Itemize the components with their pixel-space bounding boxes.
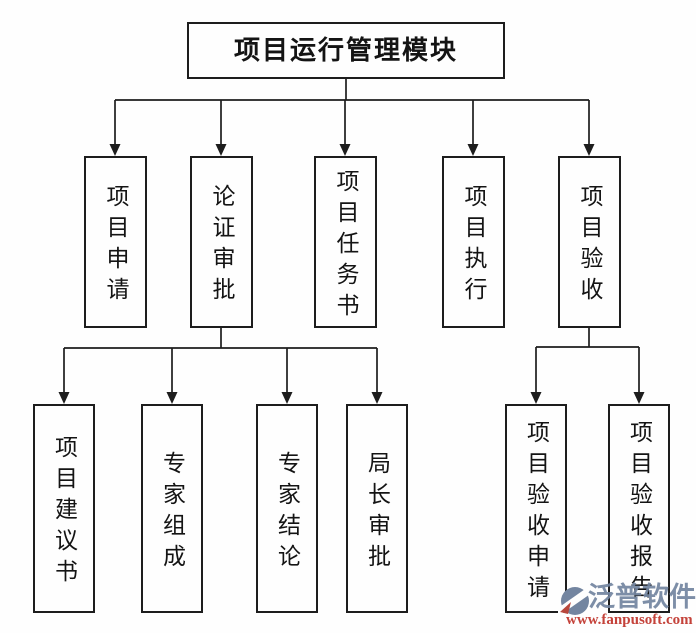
- edges-acceptance-children: [535, 328, 640, 393]
- node-project-proposal-label: 项目建议书: [51, 435, 77, 590]
- node-project-application-label: 项目申请: [103, 184, 128, 308]
- watermark-brand: 泛普软件: [588, 582, 696, 613]
- node-project-acceptance: 项目验收: [558, 156, 621, 328]
- edges-approval-children: [63, 328, 378, 393]
- node-project-task-book-label: 项目任务书: [333, 168, 358, 324]
- node-evaluation-approval-label: 论证审批: [209, 184, 234, 308]
- watermark-url: www.fanpusoft.com: [566, 612, 693, 628]
- fanpu-logo-icon: [558, 585, 592, 616]
- node-project-task-book: 项目任务书: [314, 156, 377, 328]
- node-acceptance-report: 项目验收报告: [608, 404, 670, 613]
- node-project-execution: 项目执行: [442, 156, 505, 328]
- node-expert-conclusion-label: 专家结论: [274, 450, 300, 575]
- node-root-label: 项目运行管理模块: [233, 35, 458, 65]
- node-evaluation-approval: 论证审批: [190, 156, 253, 328]
- node-expert-conclusion: 专家结论: [256, 404, 318, 613]
- node-project-acceptance-label: 项目验收: [577, 184, 602, 308]
- node-acceptance-report-label: 项目验收报告: [626, 419, 652, 606]
- node-project-execution-label: 项目执行: [461, 184, 486, 308]
- node-director-approval: 局长审批: [346, 404, 408, 613]
- watermark: 泛普软件 www.fanpusoft.com: [556, 582, 696, 633]
- node-director-approval-label: 局长审批: [364, 450, 390, 575]
- arrowheads: [58, 144, 645, 404]
- edges-root-to-level1: [114, 79, 590, 145]
- node-expert-composition-label: 专家组成: [159, 450, 185, 575]
- node-expert-composition: 专家组成: [141, 404, 203, 613]
- node-project-application: 项目申请: [84, 156, 147, 328]
- node-project-proposal: 项目建议书: [33, 404, 95, 613]
- node-acceptance-application-label: 项目验收申请: [523, 419, 549, 606]
- node-acceptance-application: 项目验收申请: [505, 404, 567, 613]
- node-project-operation-management-module: 项目运行管理模块: [187, 22, 505, 79]
